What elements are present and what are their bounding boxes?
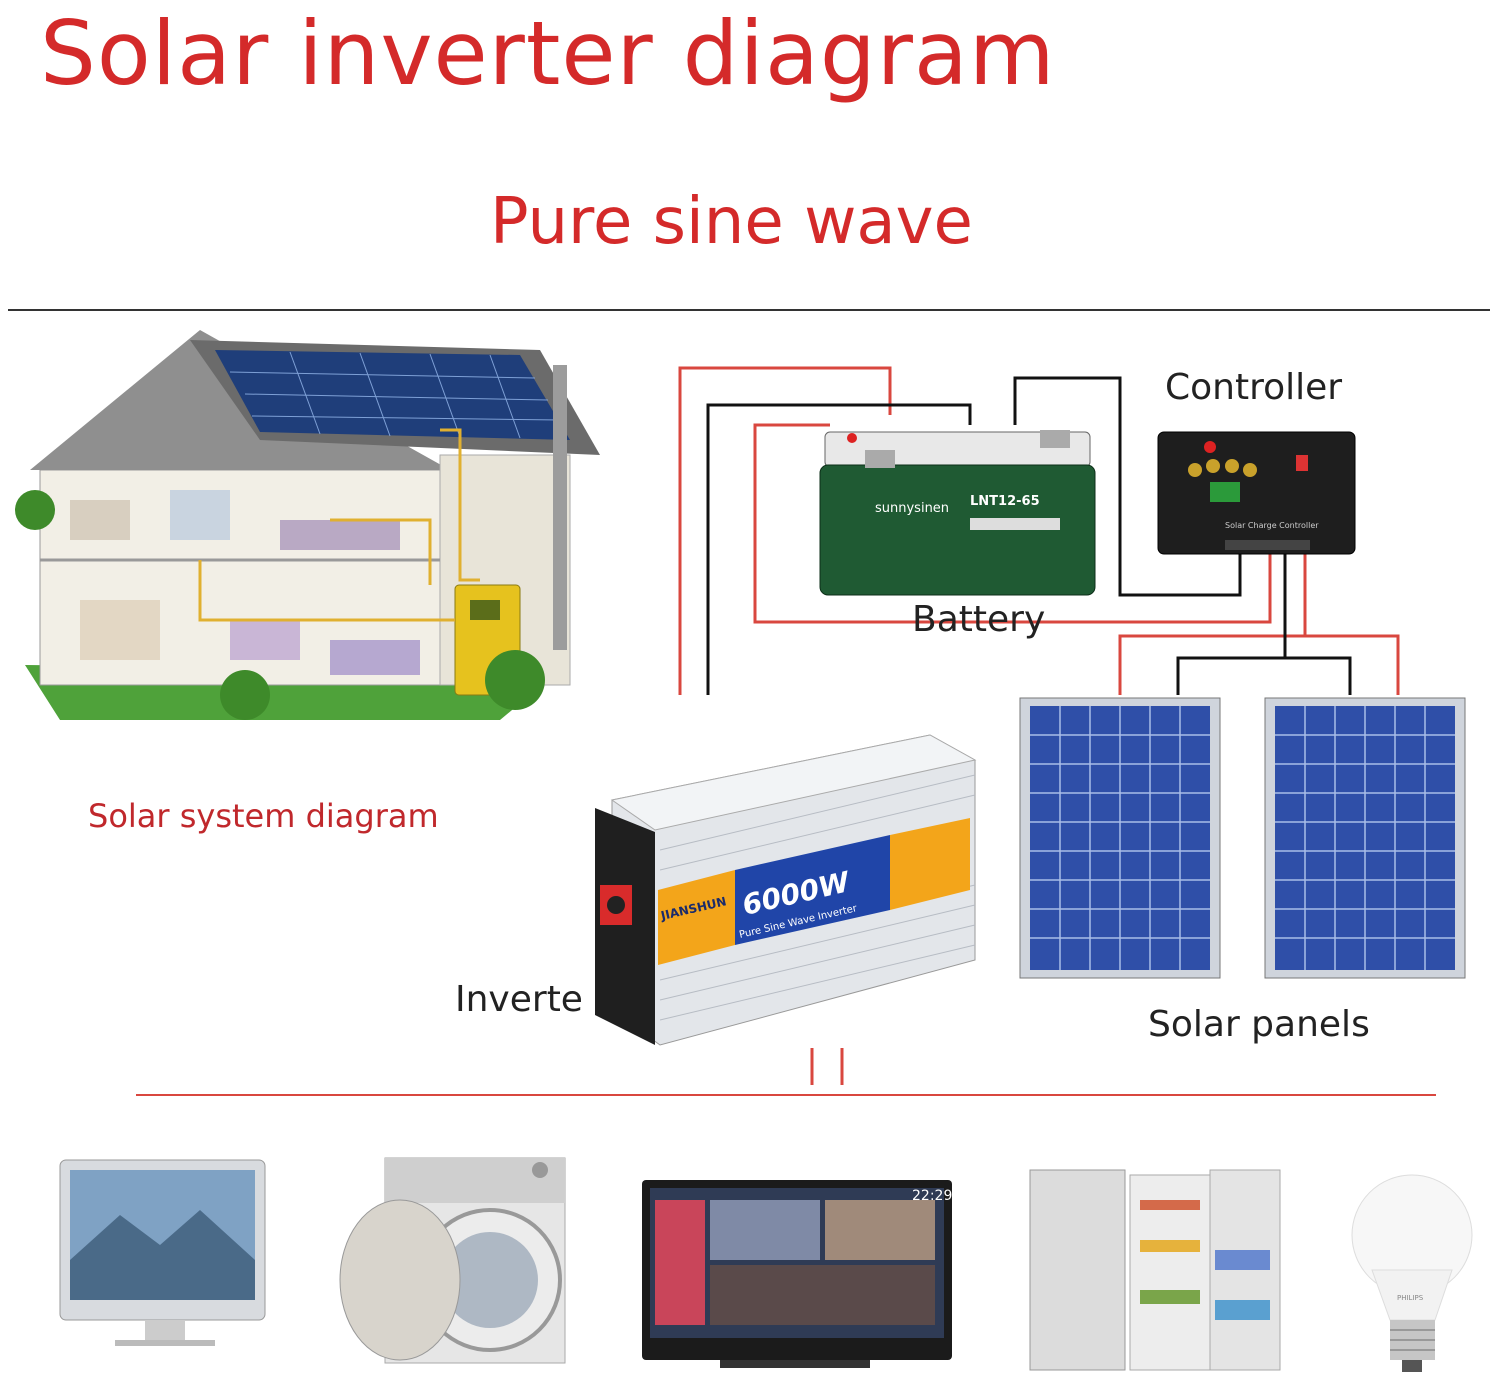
washing-machine-appliance <box>339 1157 566 1364</box>
bulb-brand: PHILIPS <box>1397 1294 1424 1302</box>
house-illustration <box>15 330 600 720</box>
tv-appliance: 22:29 <box>642 1180 952 1368</box>
controller-name: Solar Charge Controller <box>1225 521 1319 530</box>
monitor-appliance <box>59 1159 266 1346</box>
diagram-title: Solar inverter diagram <box>40 2 1056 105</box>
battery-brand: sunnysinen <box>875 501 949 516</box>
controller-label: Controller <box>1165 367 1343 408</box>
light-bulb-appliance: PHILIPS <box>1351 1174 1473 1372</box>
inverter-label: Inverte <box>455 979 583 1020</box>
solar-system-label: Solar system diagram <box>88 797 439 835</box>
battery-graphic: sunnysinen LNT12-65 <box>819 430 1096 596</box>
solar-panel-left <box>1019 697 1221 979</box>
tv-time: 22:29 <box>912 1188 952 1204</box>
battery-label: Battery <box>912 599 1046 640</box>
wiring <box>678 366 1400 695</box>
refrigerator-appliance <box>1029 1169 1281 1371</box>
diagram-subtitle: Pure sine wave <box>490 185 973 259</box>
solar-panels-label: Solar panels <box>1148 1004 1370 1045</box>
solar-panel-right <box>1264 697 1466 979</box>
inverter-graphic: JIANSHUN 6000W Pure Sine Wave Inverter <box>595 734 977 1046</box>
battery-model: LNT12-65 <box>970 494 1040 509</box>
controller-graphic: Solar Charge Controller <box>1157 431 1356 555</box>
